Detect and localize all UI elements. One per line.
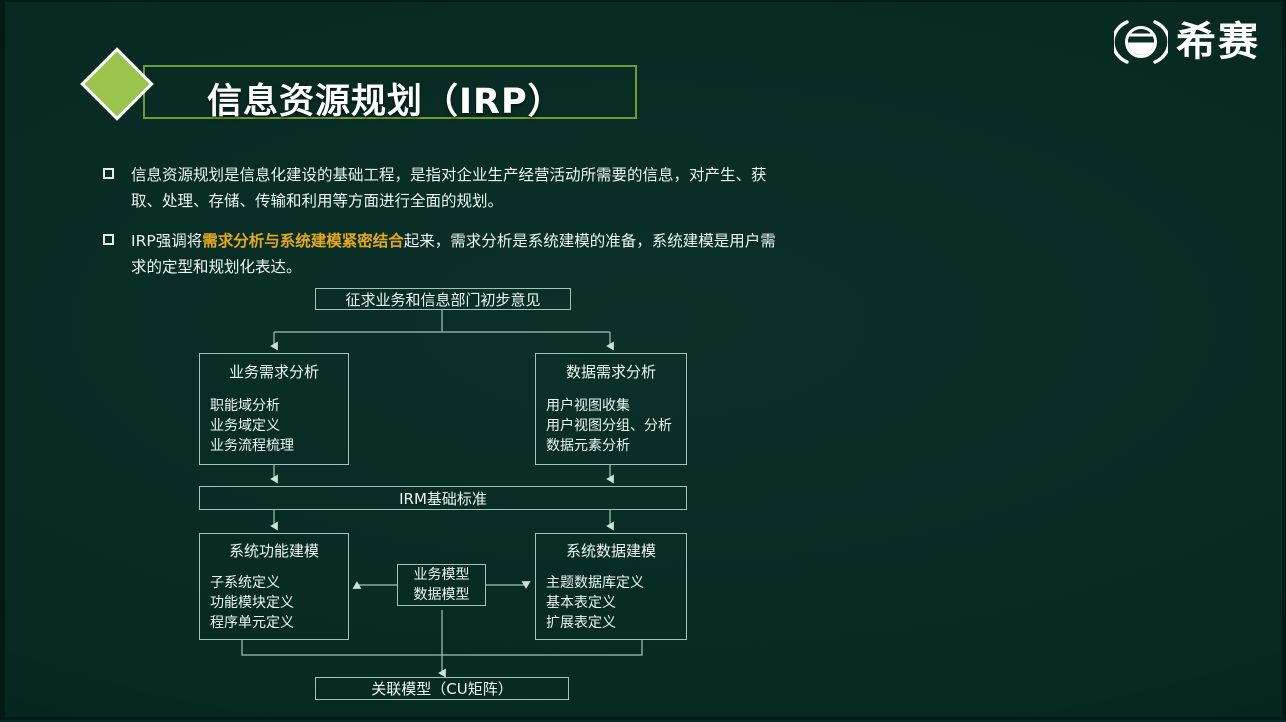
node-item: 业务域定义	[210, 418, 280, 434]
slide-title-group: 信息资源规划（IRP）	[80, 47, 637, 132]
node-top-label: 征求业务和信息部门初步意见	[345, 290, 541, 309]
list-item: IRP强调将需求分析与系统建模紧密结合起来，需求分析是系统建模的准备，系统建模是…	[103, 228, 803, 280]
node-data-req-items: 用户视图收集 用户视图分组、分析 数据元素分析	[546, 396, 686, 456]
node-business-req: 业务需求分析 职能域分析 业务域定义 业务流程梳理	[199, 353, 349, 465]
node-func-model: 系统功能建模 子系统定义 功能模块定义 程序单元定义	[199, 533, 349, 640]
node-item: 功能模块定义	[210, 595, 294, 611]
node-item: 职能域分析	[210, 398, 280, 414]
node-center-model: 业务模型 数据模型	[397, 564, 486, 606]
node-func-model-title: 系统功能建模	[228, 542, 319, 560]
node-business-req-items: 职能域分析 业务域定义 业务流程梳理	[210, 396, 348, 456]
node-item: 业务流程梳理	[210, 438, 294, 454]
node-irm-label: IRM基础标准	[399, 489, 487, 508]
circle-emblem-icon	[1111, 16, 1171, 68]
node-top: 征求业务和信息部门初步意见	[315, 288, 571, 310]
node-data-model-items: 主题数据库定义 基本表定义 扩展表定义	[546, 573, 686, 633]
bullet-segment: 信息资源规划是信息化建设的基础工程，是指对企业生产经营活动所需要的信息，对产生、…	[131, 166, 767, 210]
bullet-segment: IRP强调将	[131, 232, 203, 250]
node-data-req-title: 数据需求分析	[565, 363, 656, 381]
node-center-line: 数据模型	[413, 587, 470, 603]
bullet-segment-highlight: 需求分析与系统建模紧密结合	[202, 232, 404, 250]
node-center-line: 业务模型	[413, 567, 470, 583]
node-data-model-title: 系统数据建模	[565, 542, 656, 560]
node-item: 用户视图收集	[546, 398, 630, 414]
node-item: 主题数据库定义	[546, 575, 644, 591]
node-item: 程序单元定义	[210, 615, 294, 631]
node-data-model: 系统数据建模 主题数据库定义 基本表定义 扩展表定义	[535, 533, 687, 640]
bullet-list: 信息资源规划是信息化建设的基础工程，是指对企业生产经营活动所需要的信息，对产生、…	[103, 162, 803, 294]
node-item: 基本表定义	[546, 595, 616, 611]
brand-logo: 希赛	[1111, 16, 1260, 68]
node-business-req-title: 业务需求分析	[228, 363, 319, 381]
list-item: 信息资源规划是信息化建设的基础工程，是指对企业生产经营活动所需要的信息，对产生、…	[103, 162, 803, 214]
node-item: 用户视图分组、分析	[546, 418, 672, 434]
node-data-req: 数据需求分析 用户视图收集 用户视图分组、分析 数据元素分析	[535, 353, 687, 465]
bullet-text-1: 信息资源规划是信息化建设的基础工程，是指对企业生产经营活动所需要的信息，对产生、…	[131, 162, 791, 214]
node-item: 扩展表定义	[546, 615, 616, 631]
page-title: 信息资源规划（IRP）	[207, 82, 564, 122]
logo-wordmark: 希赛	[1176, 19, 1260, 65]
node-item: 数据元素分析	[546, 438, 630, 454]
bullet-segment: 起来，需求分析是系统建模的准备，系统建模是用户需求的定型和规划化表达。	[131, 232, 776, 276]
node-func-model-items: 子系统定义 功能模块定义 程序单元定义	[210, 573, 348, 633]
node-item: 子系统定义	[210, 575, 280, 591]
node-irm: IRM基础标准	[199, 486, 687, 510]
node-bottom-label: 关联模型（CU矩阵）	[371, 680, 513, 698]
node-bottom: 关联模型（CU矩阵）	[315, 677, 569, 700]
bullet-text-2: IRP强调将需求分析与系统建模紧密结合起来，需求分析是系统建模的准备，系统建模是…	[131, 228, 791, 280]
hollow-square-bullet-icon	[103, 234, 114, 245]
hollow-square-bullet-icon	[103, 168, 114, 179]
